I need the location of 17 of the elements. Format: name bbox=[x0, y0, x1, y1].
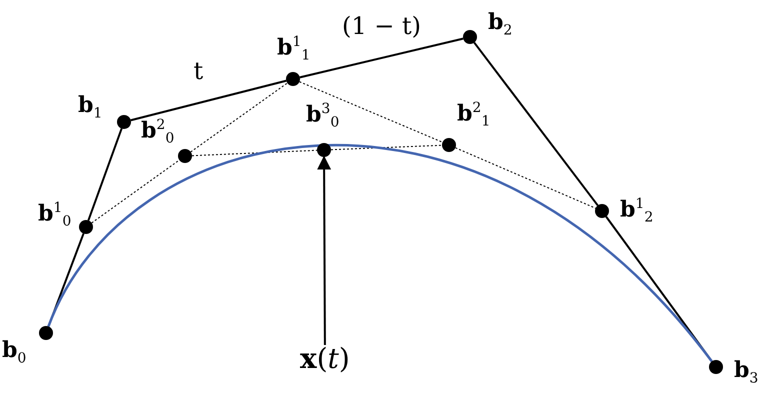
bezier-curve bbox=[47, 144, 713, 362]
curve-point-label: x(t) bbox=[300, 345, 350, 373]
construction-line bbox=[91, 160, 180, 224]
construction-line bbox=[298, 81, 444, 143]
arrow bbox=[317, 156, 332, 345]
construction-line bbox=[330, 144, 442, 150]
point-label: b$_{0}$ bbox=[2, 339, 26, 366]
construction-line bbox=[192, 150, 318, 156]
point-label: b$_{1}$ bbox=[78, 94, 102, 120]
point-label: b$_{2}$ bbox=[488, 11, 512, 38]
construction-line bbox=[190, 82, 288, 152]
point-label: b$_{3}$ bbox=[734, 359, 758, 386]
control-polygon-line bbox=[473, 42, 599, 206]
construction-line bbox=[454, 147, 596, 209]
control-polygon-line bbox=[130, 80, 286, 122]
control-polygon-line bbox=[87, 128, 123, 221]
control-polygon-line bbox=[300, 38, 464, 78]
